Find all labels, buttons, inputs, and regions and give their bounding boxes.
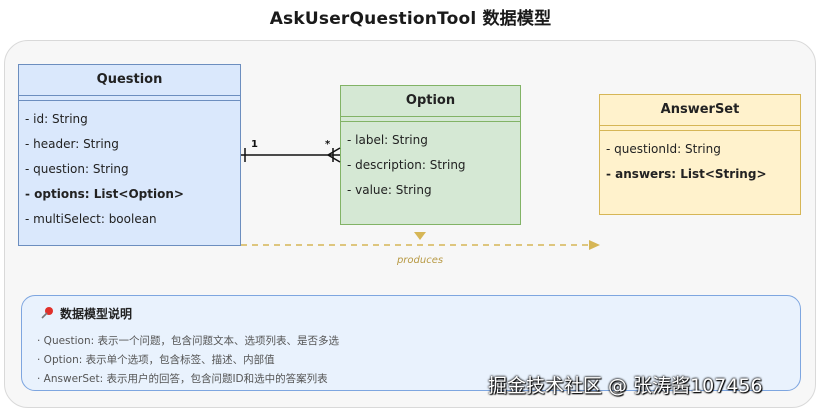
pushpin-icon [40,306,54,320]
class-question-attributes: - id: String - header: String - question… [19,101,240,238]
attribute-multiselect: - multiSelect: boolean [25,212,157,226]
class-answerset-attributes: - questionId: String - answers: List<Str… [600,131,800,193]
class-question-divider [19,96,240,101]
attribute-label: - label: String [347,133,428,147]
attribute-id: - id: String [25,112,88,126]
attribute-options: - options: List<Option> [25,187,184,201]
attribute-question: - question: String [25,162,129,176]
attribute-value: - value: String [347,183,432,197]
association-question-option[interactable] [241,147,341,163]
class-answerset-name: AnswerSet [600,95,800,126]
note-title: 数据模型说明 [40,305,132,322]
multiplicity-many: * [325,139,331,150]
class-option-attributes: - label: String - description: String - … [341,122,520,209]
produces-label: produces [396,255,444,266]
attribute-header: - header: String [25,137,119,151]
diagram-title: AskUserQuestionTool 数据模型 [269,9,552,29]
watermark: 掘金技术社区 @ 张涛酱107456 [488,375,763,397]
note-line-question: · Question: 表示一个问题，包含问题文本、选项列表、是否多选 [37,335,340,347]
class-answerset-divider [600,126,800,131]
class-question[interactable]: Question - id: String - header: String -… [18,64,241,246]
class-option-name: Option [341,86,520,117]
note-line-option: · Option: 表示单个选项，包含标签、描述、内部值 [37,354,275,366]
class-answerset[interactable]: AnswerSet - questionId: String - answers… [599,94,801,215]
triangle-down-icon [414,232,426,240]
multiplicity-one: 1 [251,139,258,150]
attribute-description: - description: String [347,158,466,172]
crows-foot-icon [327,147,341,163]
arrowhead-icon [589,240,600,250]
attribute-answers: - answers: List<String> [606,167,767,181]
note-line-answerset: · AnswerSet: 表示用户的回答，包含问题ID和选中的答案列表 [37,373,328,385]
attribute-questionid: - questionId: String [606,142,721,156]
class-option-divider [341,117,520,122]
note-title-text: 数据模型说明 [60,307,133,321]
class-question-name: Question [19,65,240,96]
produces-arrow[interactable] [241,232,600,250]
note-box: 数据模型说明 · Question: 表示一个问题，包含问题文本、选项列表、是否… [21,295,801,391]
class-option[interactable]: Option - label: String - description: St… [340,85,521,225]
